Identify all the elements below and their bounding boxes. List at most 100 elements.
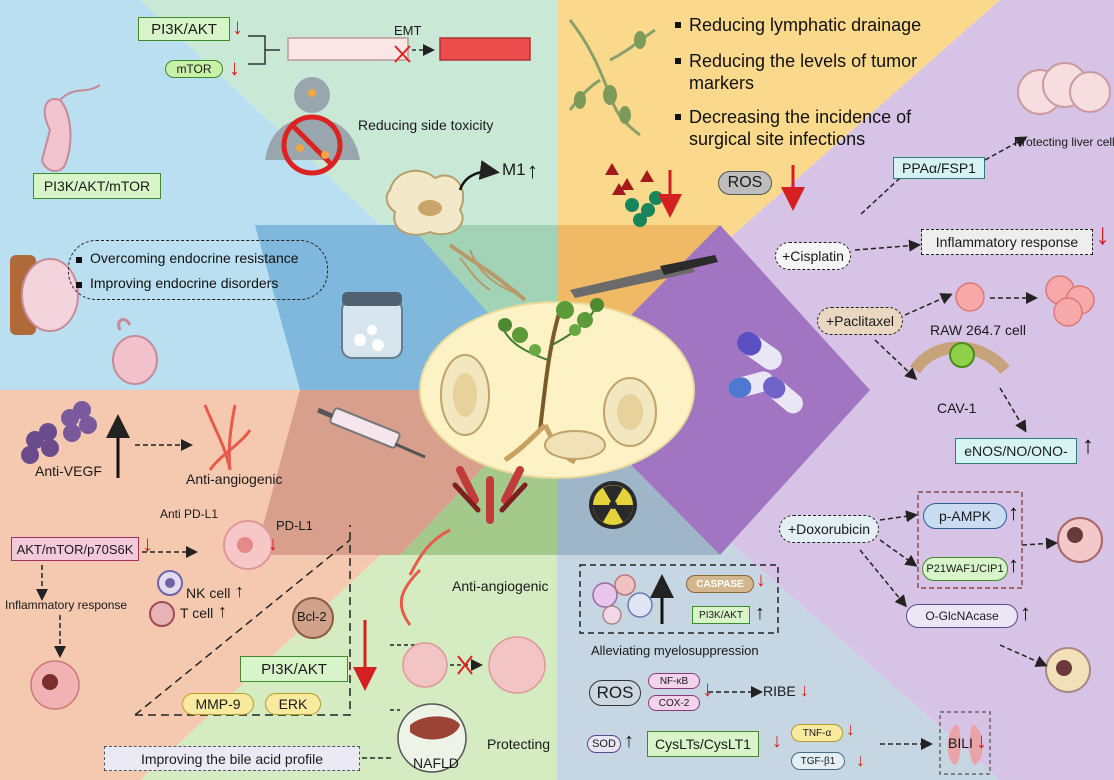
- ros-pill-bottom: ROS: [589, 680, 641, 706]
- reducing-side-toxicity-label: Reducing side toxicity: [358, 117, 494, 133]
- bili-label: BILI: [948, 735, 973, 751]
- ribe-label: RIBE: [763, 683, 796, 699]
- p-ampk-pill: p-AMPK: [923, 503, 1007, 529]
- endocrine-dashed-box: [68, 240, 328, 300]
- up-arrow: ↑: [1020, 600, 1031, 625]
- herb-illustration: [440, 298, 657, 465]
- anti-angiogenic-label-bottom: Anti-angiogenic: [452, 578, 549, 594]
- ppa-fsp1-box: PPAα/FSP1: [893, 157, 985, 179]
- nk-cell-label: NK cell: [186, 585, 231, 601]
- breast-tissue-icon: [10, 255, 79, 335]
- capsule-icon: [728, 331, 803, 414]
- down-arrow: ↓: [232, 14, 243, 39]
- tgfb1-pill: TGF-β1: [791, 752, 845, 770]
- erk-pill: ERK: [265, 693, 321, 715]
- lymphatic-drainage-item: Reducing lymphatic drainage: [674, 15, 922, 35]
- down-arrow: ↓: [856, 750, 865, 770]
- pi3k-akt-mtor-box: PI3K/AKT/mTOR: [33, 173, 161, 199]
- anti-angiogenic-label-left: Anti-angiogenic: [186, 471, 283, 487]
- t-cell-label: T cell: [180, 605, 214, 621]
- down-arrow: ↓: [229, 55, 240, 80]
- up-arrow: ↑: [218, 601, 227, 621]
- liver-cells-icon: [1017, 62, 1111, 115]
- syringe-icon: [317, 407, 426, 459]
- up-arrow: ↑: [755, 602, 765, 624]
- o-glcnacase-pill: O-GlcNAcase: [906, 604, 1018, 628]
- up-arrow: ↑: [1008, 552, 1019, 577]
- blood-vessel-icon: [203, 404, 252, 471]
- down-arrow: ↓: [702, 676, 713, 701]
- vessel-bottom-icon: [399, 528, 451, 626]
- antibody-icon: [452, 466, 528, 524]
- herb-root-icon: [448, 243, 527, 302]
- overcoming-endocrine-item: Overcoming endocrine resistance: [76, 250, 299, 266]
- down-arrow: ↓: [268, 533, 278, 555]
- apoptotic-cell-icon: [1045, 517, 1103, 693]
- p21-box: P21WAF1/CIP1: [922, 557, 1008, 581]
- up-arrow: ↑: [624, 730, 634, 752]
- m1-label: M1: [502, 160, 526, 179]
- enos-box: eNOS/NO/ONO-: [955, 438, 1077, 464]
- inner-right: [557, 225, 870, 555]
- inflamed-tissue-icon: [30, 660, 80, 710]
- up-arrow: ↑: [235, 581, 244, 601]
- nafld-label: NAFLD: [413, 755, 459, 771]
- raw-cell-label: RAW 264.7 cell: [930, 322, 1026, 338]
- doxorubicin-pill: +Doxorubicin: [779, 515, 879, 543]
- uterus-icon: [40, 84, 101, 172]
- protecting-liver-label: Protecting liver cells: [1014, 135, 1114, 149]
- ros-pill-top: ROS: [718, 171, 772, 195]
- down-arrow: ↓: [1095, 218, 1110, 251]
- m1-curve-arrow: [458, 160, 500, 191]
- myelosuppression-label: Alleviating myelosuppression: [591, 643, 759, 658]
- raw-cells-icon: [955, 275, 1095, 327]
- paclitaxel-pill: +Paclitaxel: [817, 307, 903, 335]
- t-cell-icon: [149, 601, 175, 627]
- down-arrow: ↓: [800, 680, 809, 700]
- down-arrow: ↓: [772, 730, 782, 752]
- up-arrow: ↑: [1082, 432, 1094, 459]
- scalpel-icon: [570, 255, 718, 298]
- bcl2-label: Bcl-2: [297, 609, 327, 624]
- anti-pdl1-label: Anti PD-L1: [160, 507, 219, 521]
- cisplatin-pill: +Cisplatin: [775, 242, 851, 270]
- testis-icon: [112, 318, 158, 385]
- protecting-label: Protecting: [487, 736, 551, 752]
- bcl2-icon: [292, 597, 334, 639]
- lymphatic-vessel-icon: [568, 19, 656, 137]
- cyslts-box: CysLTs/CysLT1: [647, 731, 759, 757]
- anti-vegf-label: Anti-VEGF: [35, 463, 102, 479]
- lung-icon: [939, 711, 991, 775]
- nk-cell-icon: [157, 570, 183, 596]
- epithelium-icon: [287, 37, 531, 61]
- cav1-membrane-icon: [910, 341, 1010, 375]
- tumor-markers-item: Reducing the levels of tumor markers: [675, 51, 929, 94]
- nfkb-pill: NF-κB: [648, 673, 700, 689]
- improving-endocrine-item: Improving endocrine disorders: [75, 275, 279, 291]
- vegf-cluster-icon: [21, 401, 97, 464]
- bone-marrow-cells-icon: [592, 574, 653, 625]
- human-silhouette-icon: [265, 77, 360, 176]
- down-arrow: ↓: [976, 728, 987, 753]
- down-arrow: ↓: [142, 531, 153, 556]
- sod-pill: SOD: [587, 735, 621, 753]
- pi3k-akt-box-top: PI3K/AKT: [138, 17, 230, 41]
- tnfa-pill: TNF-α: [791, 724, 843, 742]
- inflammatory-response-box: Inflammatory response: [921, 229, 1093, 255]
- up-arrow: ↑: [1008, 500, 1019, 525]
- tumor-cell-icon: [223, 520, 273, 570]
- emt-label: EMT: [394, 23, 422, 38]
- akt-mtor-p70s6k-box: AKT/mTOR/p70S6K: [11, 537, 139, 561]
- macrophage-icon: [385, 169, 465, 236]
- cell-cluster-icon: [402, 636, 546, 694]
- pi3k-akt-box-br: PI3K/AKT: [692, 606, 750, 624]
- cox2-pill: COX-2: [648, 695, 700, 711]
- pi3k-akt-box-bottom: PI3K/AKT: [240, 656, 348, 682]
- radiation-icon: [589, 481, 637, 529]
- pdl1-label: PD-L1: [276, 518, 313, 533]
- up-arrow: ↑: [527, 158, 538, 183]
- down-arrow: ↓: [756, 569, 766, 591]
- mtor-pill: mTOR: [165, 60, 223, 78]
- mmp9-pill: MMP-9: [182, 693, 254, 715]
